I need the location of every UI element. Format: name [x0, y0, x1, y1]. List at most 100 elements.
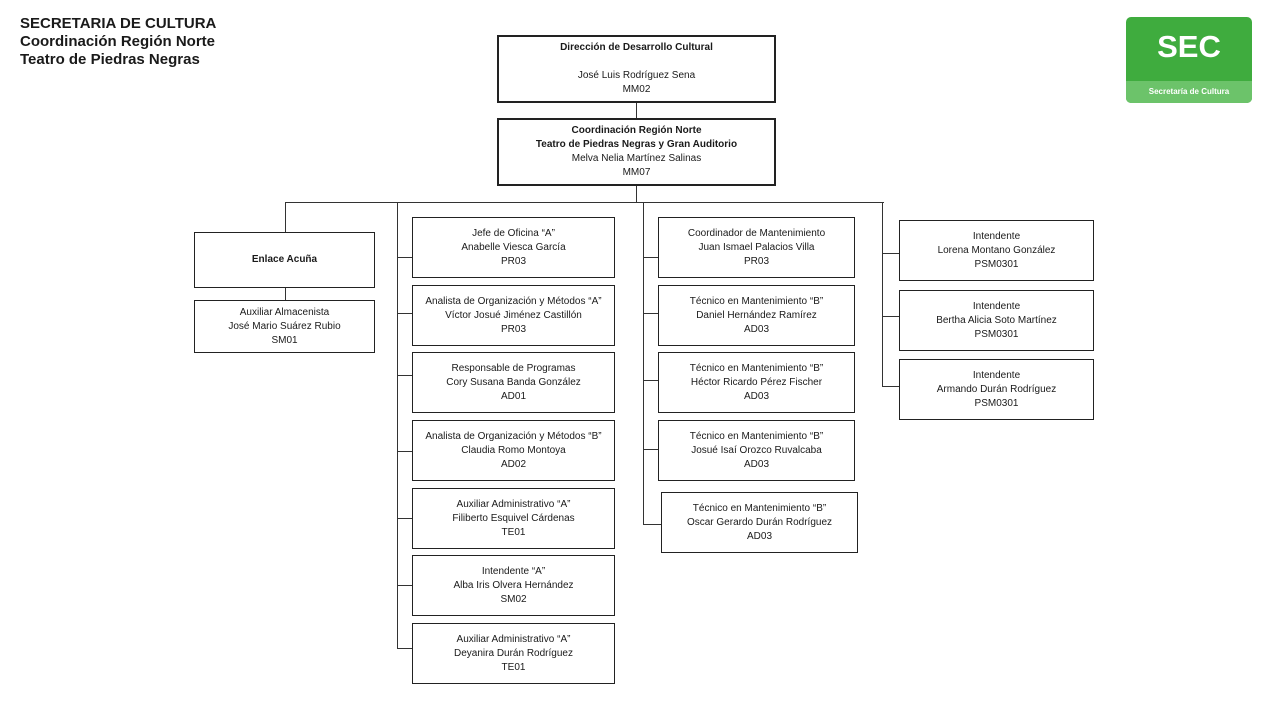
- position-role: Intendente: [972, 369, 1021, 381]
- coordination-name: Melva Nelia Martínez Salinas: [571, 153, 702, 164]
- position-role: Jefe de Oficina “A”: [472, 227, 555, 239]
- position-box: Jefe de Oficina “A” Anabelle Viesca Garcí…: [412, 217, 615, 278]
- position-code: AD03: [746, 530, 772, 542]
- position-code: TE01: [501, 526, 526, 538]
- branch-line: [397, 585, 412, 586]
- position-code: PR03: [500, 323, 526, 335]
- logo-caption: Secretaría de Cultura: [1126, 81, 1252, 103]
- position-box: Analista de Organización y Métodos “A” Ví…: [412, 285, 615, 346]
- director-box: Dirección de Desarrollo Cultural José Lu…: [497, 35, 776, 103]
- position-name: Víctor Josué Jiménez Castillón: [445, 309, 582, 321]
- connector-col2-trunk: [397, 202, 398, 648]
- position-name: Armando Durán Rodríguez: [936, 383, 1057, 395]
- branch-line: [643, 449, 658, 450]
- position-role: Auxiliar Administrativo “A”: [456, 498, 571, 510]
- branch-line: [882, 253, 899, 254]
- position-role: Analista de Organización y Métodos “A”: [425, 295, 602, 307]
- position-box: Intendente “A” Alba Iris Olvera Hernández…: [412, 555, 615, 616]
- position-code: AD01: [500, 390, 526, 402]
- branch-line: [643, 257, 658, 258]
- position-name: Juan Ismael Palacios Villa: [698, 241, 815, 253]
- coordination-title-2: Teatro de Piedras Negras y Gran Auditori…: [535, 139, 738, 150]
- logo-text: SEC: [1157, 29, 1221, 64]
- position-name: Cory Susana Banda González: [446, 376, 581, 388]
- position-role: Técnico en Mantenimiento “B”: [689, 430, 824, 442]
- position-role: Técnico en Mantenimiento “B”: [689, 295, 824, 307]
- position-role: Técnico en Mantenimiento “B”: [689, 362, 824, 374]
- connector-enlace-sub: [285, 287, 286, 301]
- position-box: Auxiliar Administrativo “A” Filiberto Esq…: [412, 488, 615, 549]
- position-code: PSM0301: [974, 258, 1019, 270]
- position-name: Alba Iris Olvera Hernández: [453, 579, 574, 591]
- position-box: Técnico en Mantenimiento “B” Héctor Ricar…: [658, 352, 855, 413]
- position-name: Daniel Hernández Ramírez: [696, 309, 817, 321]
- branch-line: [397, 375, 412, 376]
- header-line-3: Teatro de Piedras Negras: [20, 51, 200, 68]
- position-name: Josué Isaí Orozco Ruvalcaba: [691, 444, 822, 456]
- position-box: Técnico en Mantenimiento “B” Daniel Herná…: [658, 285, 855, 346]
- connector-col3-trunk: [643, 202, 644, 524]
- branch-line: [397, 451, 412, 452]
- branch-line: [643, 524, 661, 525]
- position-name: Lorena Montano González: [937, 244, 1056, 256]
- position-name: Claudia Romo Montoya: [461, 444, 566, 456]
- position-box: Analista de Organización y Métodos “B” Cl…: [412, 420, 615, 481]
- branch-line: [397, 257, 412, 258]
- position-code: AD02: [500, 458, 526, 470]
- connector-main-bus: [285, 202, 884, 203]
- page-header: SECRETARIA DE CULTURA Coordinación Regió…: [20, 15, 216, 69]
- position-name: Oscar Gerardo Durán Rodríguez: [686, 516, 833, 528]
- coordination-title-1: Coordinación Región Norte: [571, 125, 702, 136]
- coordination-box: Coordinación Región Norte Teatro de Pied…: [497, 118, 776, 186]
- position-code: PSM0301: [974, 397, 1019, 409]
- connector-coord-down: [636, 185, 637, 202]
- branch-line: [643, 313, 658, 314]
- enlace-title: Enlace Acuña: [251, 254, 318, 265]
- header-line-1: SECRETARIA DE CULTURA: [20, 15, 217, 32]
- header-line-2: Coordinación Región Norte: [20, 33, 215, 50]
- position-box: Auxiliar Administrativo “A” Deyanira Durá…: [412, 623, 615, 684]
- position-code: PSM0301: [974, 328, 1019, 340]
- director-name: José Luis Rodríguez Sena: [577, 70, 696, 81]
- branch-line: [397, 648, 412, 649]
- position-role: Intendente: [972, 230, 1021, 242]
- position-role: Auxiliar Administrativo “A”: [456, 633, 571, 645]
- branch-line: [882, 316, 899, 317]
- position-code: PR03: [743, 255, 769, 267]
- director-code: MM02: [622, 84, 651, 95]
- position-name: Filiberto Esquivel Cárdenas: [452, 512, 575, 524]
- position-role: Analista de Organización y Métodos “B”: [425, 430, 602, 442]
- position-role: Responsable de Programas: [451, 362, 576, 374]
- connector-enlace-drop: [285, 202, 286, 233]
- position-box: Técnico en Mantenimiento “B” Josué Isaí O…: [658, 420, 855, 481]
- position-code: AD03: [743, 323, 769, 335]
- enlace-sub-box: Auxiliar Almacenista José Mario Suárez R…: [194, 300, 375, 353]
- position-code: TE01: [501, 661, 526, 673]
- connector-top-to-coord: [636, 102, 637, 119]
- position-box: Técnico en Mantenimiento “B” Oscar Gerard…: [661, 492, 858, 553]
- enlace-sub-code: SM01: [271, 334, 298, 346]
- sec-logo: SEC Secretaría de Cultura: [1126, 17, 1252, 103]
- branch-line: [397, 518, 412, 519]
- position-name: Héctor Ricardo Pérez Fischer: [690, 376, 823, 388]
- position-code: AD03: [743, 458, 769, 470]
- position-name: Anabelle Viesca García: [461, 241, 566, 253]
- position-role: Técnico en Mantenimiento “B”: [692, 502, 827, 514]
- branch-line: [397, 313, 412, 314]
- enlace-box: Enlace Acuña: [194, 232, 375, 288]
- enlace-sub-name: José Mario Suárez Rubio: [228, 320, 341, 332]
- connector-col4-trunk: [882, 202, 883, 387]
- position-name: Deyanira Durán Rodríguez: [454, 647, 573, 659]
- branch-line: [882, 386, 899, 387]
- position-role: Intendente “A”: [481, 565, 546, 577]
- position-code: SM02: [500, 593, 527, 605]
- position-name: Bertha Alicia Soto Martínez: [936, 314, 1057, 326]
- position-code: PR03: [500, 255, 526, 267]
- position-role: Intendente: [972, 300, 1021, 312]
- position-code: AD03: [743, 390, 769, 402]
